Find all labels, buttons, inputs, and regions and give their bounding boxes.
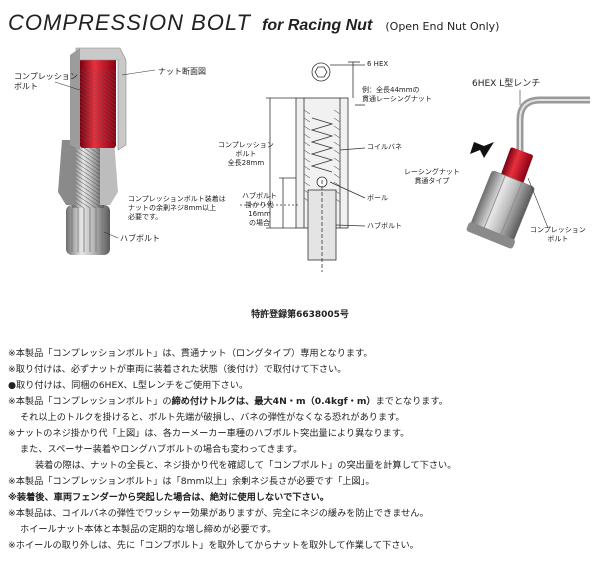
- note-13: ※ホイールの取り外しは、先に「コンプボルト」を取外してからナットを取外して作業し…: [8, 540, 419, 551]
- title-sub: for Racing Nut: [262, 17, 373, 34]
- note-5: それ以上のトルクを掛けると、ボルト先端が破損し、バネの弾性がなくなる恐れがありま…: [20, 412, 405, 423]
- label-ball: ボール: [367, 194, 388, 202]
- note-10: ※装着後、車両フェンダーから突起した場合は、絶対に使用しないで下さい。: [8, 492, 330, 503]
- note-1: ※本製品「コンプレッションボルト」は、貫通ナット（ロングタイプ）専用となります。: [8, 348, 373, 359]
- label-racing-nut: レーシングナット 貫通タイプ: [404, 168, 460, 185]
- note-7: また、スペーサー装着やロングハブボルトの場合も変わってきます。: [20, 444, 303, 455]
- label-coil-spring: コイルバネ: [367, 143, 402, 151]
- label-hex: 6 HEX: [367, 60, 389, 68]
- label-install-note: コンプレッションボルト装着は ナットの余剰ネジ8mm以上 必要です。: [128, 195, 226, 221]
- note-3: ●取り付けは、同梱の6HEX、L型レンチをご使用下さい。: [8, 380, 249, 391]
- note-4: ※本製品「コンプレッションボルト」の締め付けトルクは、最大4N・m（0.4kgf…: [8, 394, 598, 410]
- label-compression-bolt-right: コンプレッション ボルト: [530, 226, 586, 243]
- right-wrench-figure: [466, 90, 590, 249]
- note-12: ホイールナット本体と本製品の定期的な増し締めが必要です。: [20, 524, 277, 535]
- note-6: ※ナットのネジ掛かり代「上図」は、各カーメーカー車種のハブボルト突出量により異な…: [8, 428, 410, 439]
- note-2: ※取り付けは、必ずナットが車両に装着された状態（後付け）で取付けて下さい。: [8, 364, 347, 375]
- label-hub-bolt-center: ハブボルト: [367, 222, 402, 230]
- note-8: 装着の際は、ナットの全長と、ネジ掛かり代を確認して「コンプボルト」の突出量を計算…: [35, 460, 457, 471]
- note-9: ※本製品「コンプレッションボルト」は「8mm以上」余剰ネジ長さが必要です「上図」…: [8, 476, 375, 487]
- label-nut-section: ナット断面図: [158, 67, 206, 76]
- title-main: COMPRESSION BOLT: [8, 10, 251, 35]
- notes-section: ※本製品「コンプレッションボルト」は、貫通ナット（ロングタイプ）専用となります。…: [8, 346, 598, 554]
- note-11: ※本製品は、コイルバネの弾性でワッシャー効果がありますが、完全にネジの緩みを防止…: [8, 508, 429, 519]
- label-wrench: 6HEX L型レンチ: [472, 79, 541, 89]
- label-hub-bolt-left: ハブボルト: [120, 234, 160, 243]
- label-engagement: ハブボルト 掛かり代 16mm の場合: [242, 192, 277, 227]
- label-compression-bolt-left: コンプレッション ボルト: [14, 72, 78, 92]
- note-4-c: までとなります。: [375, 396, 448, 407]
- label-bolt-length: コンプレッション ボルト 全長28mm: [218, 141, 274, 167]
- product-illustration: [54, 47, 590, 272]
- note-4-torque: 締め付けトルクは、最大4N・m（0.4kgf・m）: [171, 396, 376, 407]
- label-compression-bolt-left-text: コンプレッション ボルト: [14, 72, 78, 91]
- title-note: (Open End Nut Only): [385, 20, 500, 33]
- page-title: COMPRESSION BOLT for Racing Nut (Open En…: [8, 10, 499, 36]
- patent-number: 特許登録第6638005号: [251, 310, 349, 320]
- left-bolt-figure: [54, 47, 156, 255]
- center-section-figure: [240, 61, 366, 272]
- label-example: 例：全長44mmの 貫通レーシングナット: [362, 86, 432, 103]
- note-4-a: ※本製品「コンプレッションボルト」の: [8, 396, 172, 407]
